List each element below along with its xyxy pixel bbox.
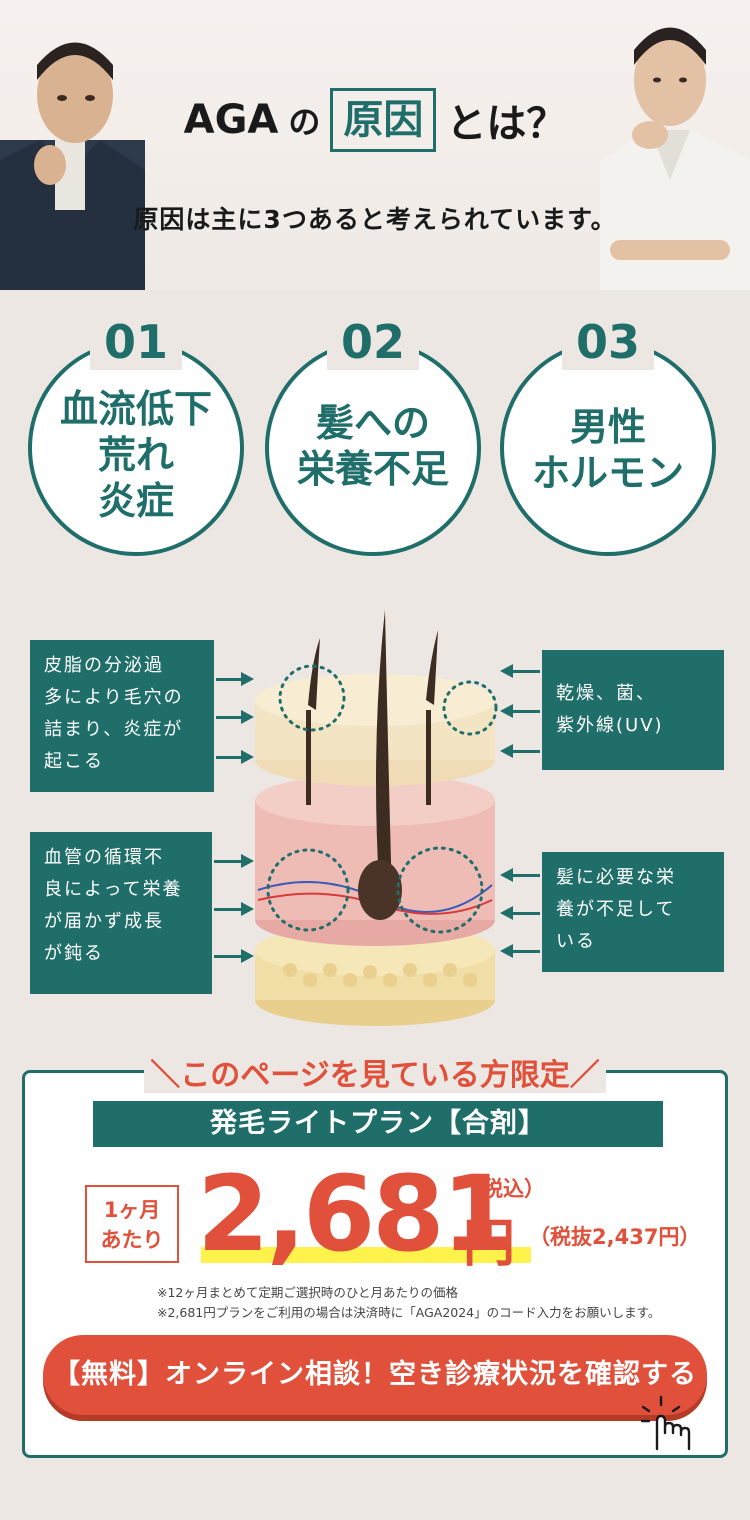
cause-number: 03 <box>561 314 655 370</box>
per-month-line: 1ヶ月 <box>103 1198 161 1222</box>
callout-blood-flow: 血管の循環不 良によって栄養 が届かず成長 が鈍る <box>30 832 212 994</box>
tax-included-label: （税込） <box>461 1177 545 1201</box>
cause-text-line: 荒れ <box>97 433 174 477</box>
arrow-right-icon <box>216 750 254 764</box>
cause-text-line: 血流低下 <box>59 387 212 431</box>
cause-text-line: 栄養不足 <box>296 447 449 491</box>
cause-text: 髪への 栄養不足 <box>269 400 477 492</box>
limited-offer-text: ＼このページを見ている方限定／ <box>144 1058 606 1093</box>
header-section: AGA の 原因 とは？ 原因は主に3つあると考えられています。 <box>0 0 750 290</box>
callout-line: 血管の循環不 <box>44 847 164 868</box>
limited-offer-label: ＼このページを見ている方限定／ <box>0 1050 750 1094</box>
page-subtitle: 原因は主に3つあると考えられています。 <box>133 205 617 234</box>
callout-line: 皮脂の分泌過 <box>44 655 164 676</box>
note-line: ※2,681円プランをご利用の場合は決済時に「AGA2024」のコード入力をお願… <box>157 1305 661 1320</box>
callout-line: いる <box>556 931 596 952</box>
cause-number: 01 <box>89 314 183 370</box>
title-suffix: とは？ <box>446 101 567 147</box>
callout-sebum: 皮脂の分泌過 多により毛穴の 詰まり、炎症が 起こる <box>30 640 214 792</box>
title-boxed-word: 原因 <box>330 88 437 152</box>
price-highlight <box>201 1247 531 1263</box>
arrow-left-icon <box>500 744 540 758</box>
cause-text-line: 髪への <box>315 401 430 445</box>
callout-nutrition: 髪に必要な栄 養が不足して いる <box>542 852 724 972</box>
cause-circle-1: 01 血流低下 荒れ 炎症 <box>28 314 244 556</box>
callout-line: 乾燥、菌、 <box>556 683 656 704</box>
free-consultation-button[interactable]: 【無料】オンライン相談！空き診療状況を確認する <box>43 1335 707 1415</box>
cause-circle-3: 03 男性 ホルモン <box>500 314 716 556</box>
cause-number: 02 <box>326 314 420 370</box>
callout-line: 良によって栄養 <box>44 879 183 900</box>
per-month-line: あたり <box>100 1228 164 1252</box>
scalp-layers-illustration <box>255 610 498 1026</box>
arrow-right-icon <box>216 672 254 686</box>
callout-line: 紫外線(UV) <box>556 715 664 736</box>
callout-line: 多により毛穴の <box>44 687 184 708</box>
tap-hand-icon <box>640 1395 691 1451</box>
arrow-right-icon <box>214 902 254 916</box>
cause-text: 男性 ホルモン <box>504 404 712 496</box>
note-line: ※12ヶ月まとめて定期ご選択時のひと月あたりの価格 <box>157 1285 459 1300</box>
arrow-right-icon <box>214 854 254 868</box>
cause-text-line: 炎症 <box>97 479 174 523</box>
arrow-left-icon <box>500 906 540 920</box>
arrow-right-icon <box>214 949 254 963</box>
arrow-left-icon <box>500 868 540 882</box>
title-particle: の <box>288 103 321 141</box>
price-yen: 円 <box>463 1214 516 1274</box>
callout-line: が届かず成長 <box>44 911 164 932</box>
arrow-right-icon <box>216 710 254 724</box>
price-notes: ※12ヶ月まとめて定期ご選択時のひと月あたりの価格 ※2,681円プランをご利用… <box>157 1283 660 1323</box>
plan-name: 発毛ライトプラン【合剤】 <box>93 1101 663 1147</box>
arrow-left-icon <box>500 664 540 678</box>
callout-line: が鈍る <box>44 943 104 964</box>
arrow-left-icon <box>500 704 540 718</box>
callout-line: 起こる <box>44 751 104 772</box>
callout-line: 養が不足して <box>556 899 676 920</box>
tax-excluded-label: （税抜2,437円） <box>529 1225 701 1249</box>
offer-box: 発毛ライトプラン【合剤】 1ヶ月 あたり 2,681 （税込） 円 （税抜2,4… <box>22 1070 728 1458</box>
callout-line: 髪に必要な栄 <box>556 867 676 888</box>
cause-circle-2: 02 髪への 栄養不足 <box>265 314 481 556</box>
title-prefix: AGA <box>183 97 279 143</box>
page-title: AGA の 原因 とは？ <box>0 88 750 152</box>
thinking-man-left-image <box>0 42 145 290</box>
arrow-left-icon <box>500 944 540 958</box>
thinking-man-right-image <box>600 27 750 290</box>
per-month-badge: 1ヶ月 あたり <box>85 1185 179 1263</box>
callout-dryness: 乾燥、菌、 紫外線(UV) <box>542 650 724 770</box>
cause-text: 血流低下 荒れ 炎症 <box>32 386 240 524</box>
price-value: 2,681 <box>197 1153 514 1275</box>
cause-text-line: 男性 <box>569 405 646 449</box>
cause-text-line: ホルモン <box>531 451 684 495</box>
callout-line: 詰まり、炎症が <box>44 719 184 740</box>
